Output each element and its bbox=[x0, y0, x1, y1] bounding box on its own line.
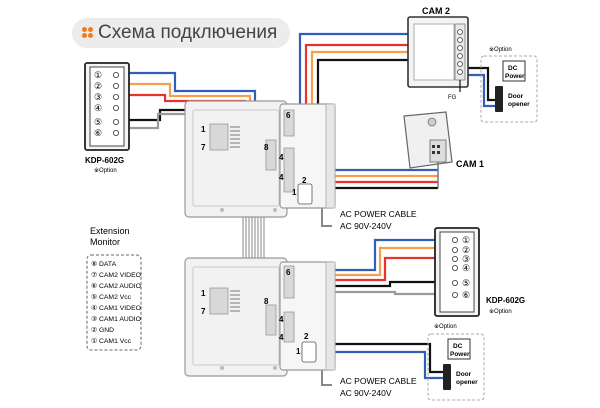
door-opener-bottom-line1: Door bbox=[456, 371, 472, 378]
wire-gray-kdp-right bbox=[295, 290, 452, 296]
monitor-top-ac-line1: AC POWER CABLE bbox=[340, 209, 417, 219]
kdp-right-terminal-1: ① bbox=[462, 235, 470, 245]
dc-power-bottom-line2: Power bbox=[450, 351, 470, 358]
monitor-bottom-term-2: 2 bbox=[304, 332, 309, 341]
kdp-right-terminal-4: ④ bbox=[462, 263, 470, 273]
monitor-top-term-4a: 4 bbox=[279, 153, 284, 162]
dc-power-top-line1: DC bbox=[508, 65, 518, 72]
monitor-bottom-term-1b: 1 bbox=[296, 347, 301, 356]
kdp-left-terminals: ① ② ③ ④ ⑤ ⑥ bbox=[94, 70, 102, 138]
kdp-right-option-2: ※Option bbox=[434, 323, 457, 330]
extension-legend-item: ⑧ DATA bbox=[91, 260, 117, 268]
monitor-bottom-ac-line2: AC 90V-240V bbox=[340, 388, 392, 398]
cam2-label: CAM 2 bbox=[422, 6, 450, 16]
cam2: CAM 2 ※Option FG bbox=[407, 6, 512, 101]
wire-black-bottom-door bbox=[318, 342, 443, 374]
wire-blue-cam2-door bbox=[463, 73, 497, 108]
wire-black-kdp-right bbox=[295, 280, 452, 288]
extension-legend-item: ⑤ CAM2 Vcc bbox=[91, 293, 132, 301]
extension-legend-item: ① CAM1 Vcc bbox=[91, 337, 132, 345]
wire-red-kdp-right bbox=[295, 256, 452, 282]
cam1-label: CAM 1 bbox=[456, 159, 484, 169]
kdp-left: ① ② ③ ④ ⑤ ⑥ KDP-602G ※Option bbox=[84, 62, 130, 174]
kdp-left-terminal-5: ⑤ bbox=[94, 117, 102, 127]
door-opener-top-icon bbox=[495, 86, 503, 112]
wire-black-cam2-door bbox=[463, 66, 497, 102]
wire-orange-kdp-right bbox=[295, 246, 452, 277]
monitor-bottom-term-1: 1 bbox=[201, 289, 206, 298]
extension-title-line1: Extension bbox=[90, 226, 130, 236]
door-opener-bottom-icon bbox=[443, 364, 451, 390]
monitor-top-term-6: 6 bbox=[286, 111, 291, 120]
ac-cord-bottom bbox=[321, 368, 332, 386]
kdp-left-terminal-6: ⑥ bbox=[94, 128, 102, 138]
kdp-left-terminal-3: ③ bbox=[94, 92, 102, 102]
monitor-bottom-term-8: 8 bbox=[264, 297, 269, 306]
dc-power-bottom-line1: DC bbox=[453, 343, 463, 350]
kdp-left-terminal-2: ② bbox=[94, 81, 102, 91]
kdp-right-terminal-3: ③ bbox=[462, 254, 470, 264]
kdp-right-terminal-5: ⑤ bbox=[462, 278, 470, 288]
door-opener-bottom-group: ※Option DC Power Door opener bbox=[427, 323, 485, 401]
ac-cord-top bbox=[321, 205, 332, 227]
monitor-bottom: 1 7 6 8 4 4 2 1 AC POWER CABLE AC 90V-24… bbox=[184, 257, 417, 398]
cam2-option: ※Option bbox=[489, 46, 512, 53]
kdp-right: ① ② ③ ④ ⑤ ⑥ KDP-602G ※Option bbox=[434, 227, 525, 317]
extension-title-line2: Monitor bbox=[90, 237, 120, 247]
extension-legend-item: ④ CAM1 VIDEO bbox=[91, 304, 141, 312]
monitor-bottom-ac-line1: AC POWER CABLE bbox=[340, 376, 417, 386]
monitor-bottom-term-7: 7 bbox=[201, 307, 206, 316]
kdp-left-terminal-1: ① bbox=[94, 70, 102, 80]
monitor-top-term-1: 1 bbox=[201, 125, 206, 134]
extension-legend-item: ⑥ CAM2 AUDIO bbox=[91, 282, 141, 290]
cam2-fg: FG bbox=[448, 95, 457, 101]
kdp-left-option: ※Option bbox=[94, 167, 117, 174]
door-opener-top-line2: opener bbox=[508, 101, 530, 108]
monitor-top-ac-line2: AC 90V-240V bbox=[340, 221, 392, 231]
monitor-bottom-term-4a: 4 bbox=[279, 315, 284, 324]
door-opener-bottom-line2: opener bbox=[456, 379, 478, 386]
monitor-top-term-1b: 1 bbox=[292, 188, 297, 197]
cam1-lens-icon bbox=[427, 117, 437, 127]
kdp-left-label: KDP-602G bbox=[85, 156, 124, 165]
monitor-top-term-8: 8 bbox=[264, 143, 269, 152]
extension-legend-item: ② GND bbox=[91, 326, 114, 334]
kdp-right-label: KDP-602G bbox=[486, 296, 525, 305]
title-dots-icon bbox=[82, 27, 94, 39]
monitor-top-term-2: 2 bbox=[302, 176, 307, 185]
monitor-bottom-term-6: 6 bbox=[286, 268, 291, 277]
extension-legend-item: ⑦ CAM2 VIDEO bbox=[91, 271, 141, 279]
kdp-right-option: ※Option bbox=[489, 308, 512, 315]
kdp-left-terminal-4: ④ bbox=[94, 103, 102, 113]
cam1: CAM 1 bbox=[403, 111, 484, 188]
page-title: Схема подключения bbox=[98, 22, 278, 43]
extension-legend-item: ③ CAM1 AUDIO bbox=[91, 315, 141, 323]
door-opener-top-line1: Door bbox=[508, 93, 524, 100]
monitor-top: 1 7 6 8 4 4 2 1 AC POWER CABLE AC 90V-24… bbox=[184, 100, 417, 231]
monitor-top-term-7: 7 bbox=[201, 143, 206, 152]
dc-power-top-line2: Power bbox=[505, 73, 525, 80]
monitor-bottom-term-4b: 4 bbox=[279, 333, 284, 342]
door-opener-top-group: DC Power Door opener bbox=[480, 55, 538, 123]
extension-legend: Extension Monitor ⑧ DATA ⑦ CAM2 VIDEO ⑥ CA… bbox=[86, 226, 142, 351]
kdp-right-terminal-2: ② bbox=[462, 245, 470, 255]
title-banner: Схема подключения bbox=[72, 18, 290, 48]
wire-blue-bottom-door bbox=[318, 350, 443, 380]
monitor-top-term-4b: 4 bbox=[279, 173, 284, 182]
kdp-right-terminal-6: ⑥ bbox=[462, 290, 470, 300]
